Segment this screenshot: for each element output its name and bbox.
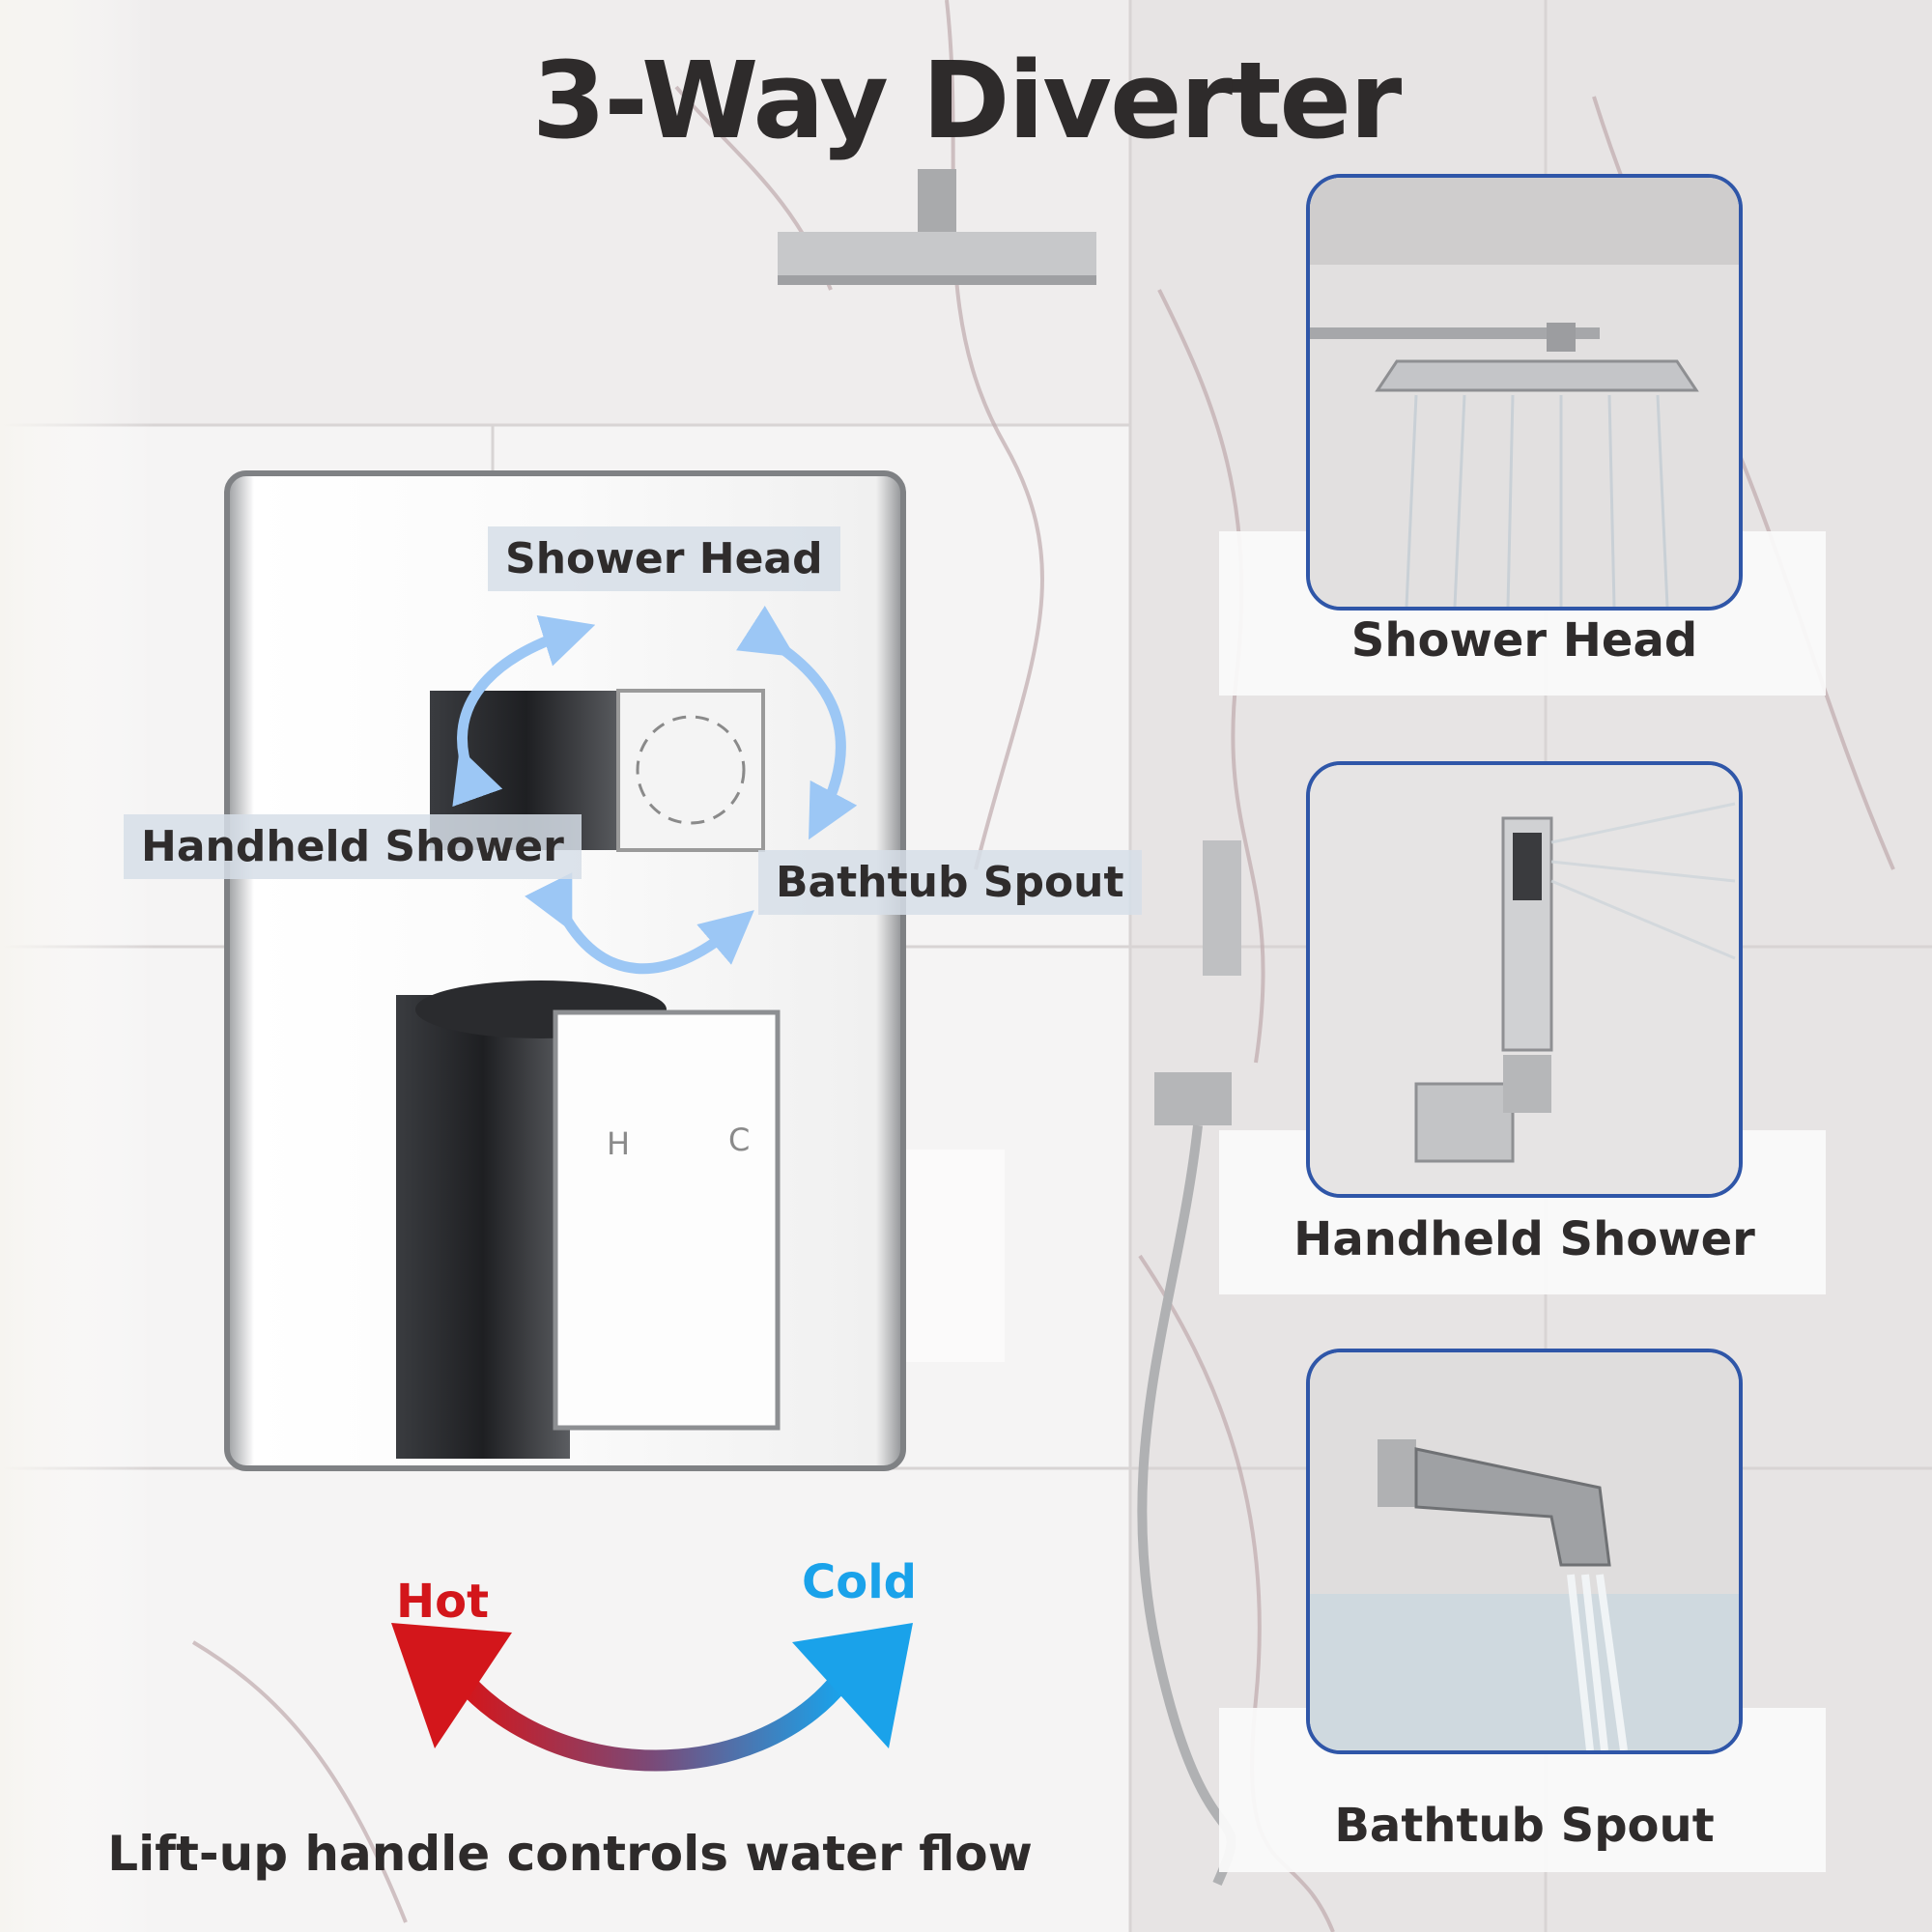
hot-label: Hot: [396, 1575, 490, 1629]
hot-letter: H: [607, 1125, 630, 1162]
hot-cold-arrow: [391, 1623, 913, 1772]
diverter-arrows: [452, 605, 858, 975]
label-handheld-shower: Handheld Shower: [124, 814, 582, 879]
panel-1-label: Shower Head: [1350, 613, 1698, 668]
panel-bathtub-spout: [1306, 1349, 1743, 1754]
cold-letter: C: [728, 1122, 750, 1158]
bathtub-spout-photo: [1310, 1352, 1739, 1750]
caption: Lift-up handle controls water flow: [107, 1826, 1033, 1882]
panel-shower-head: [1306, 174, 1743, 611]
handheld-shower-photo: [1310, 765, 1739, 1194]
shower-head-photo: [1310, 178, 1739, 607]
cold-label: Cold: [802, 1555, 918, 1609]
label-bathtub-spout: Bathtub Spout: [758, 850, 1142, 915]
page-title: 3-Way Diverter: [531, 39, 1403, 162]
panel-handheld-shower: [1306, 761, 1743, 1198]
label-shower-head: Shower Head: [488, 526, 840, 591]
panel-3-label: Bathtub Spout: [1334, 1799, 1715, 1853]
panel-2-label: Handheld Shower: [1293, 1212, 1755, 1266]
